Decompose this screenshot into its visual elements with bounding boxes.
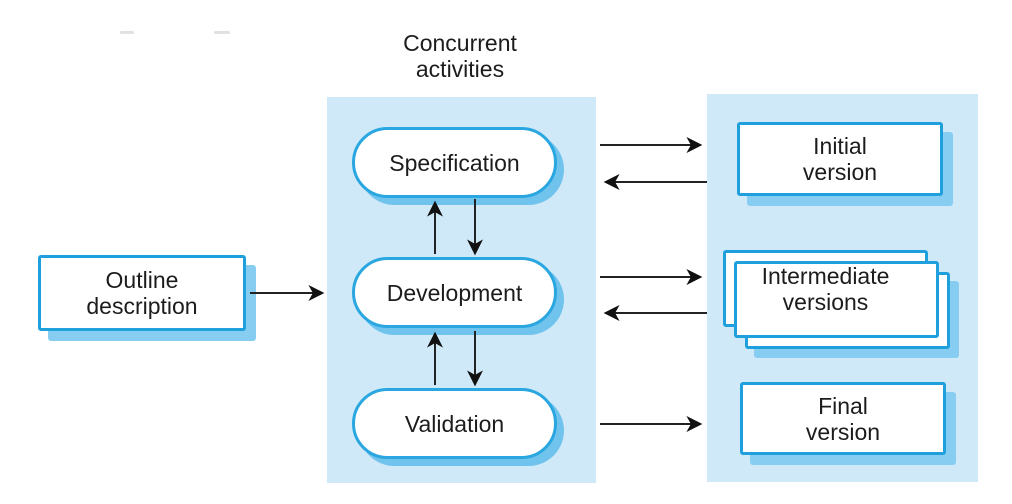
development-label: Development — [386, 279, 523, 306]
validation-box: Validation — [352, 388, 557, 459]
specification-label: Specification — [389, 149, 520, 176]
intermediate-versions-box: Intermediate versions — [723, 250, 928, 327]
diagram-title: Concurrent activities — [403, 30, 517, 82]
development-box: Development — [352, 257, 557, 328]
outline-description-box: Outline description — [38, 255, 246, 331]
specification-box: Specification — [352, 127, 557, 198]
initial-version-box: Initial version — [737, 122, 943, 196]
scan-artifact-mark — [214, 31, 230, 34]
intermediate-versions-label: Intermediate versions — [761, 262, 890, 315]
scan-artifact-mark — [120, 31, 134, 34]
outline-description-label: Outline description — [86, 267, 198, 319]
validation-label: Validation — [404, 410, 505, 437]
final-version-box: Final version — [740, 382, 946, 455]
final-version-label: Final version — [805, 392, 881, 445]
initial-version-label: Initial version — [802, 133, 878, 185]
